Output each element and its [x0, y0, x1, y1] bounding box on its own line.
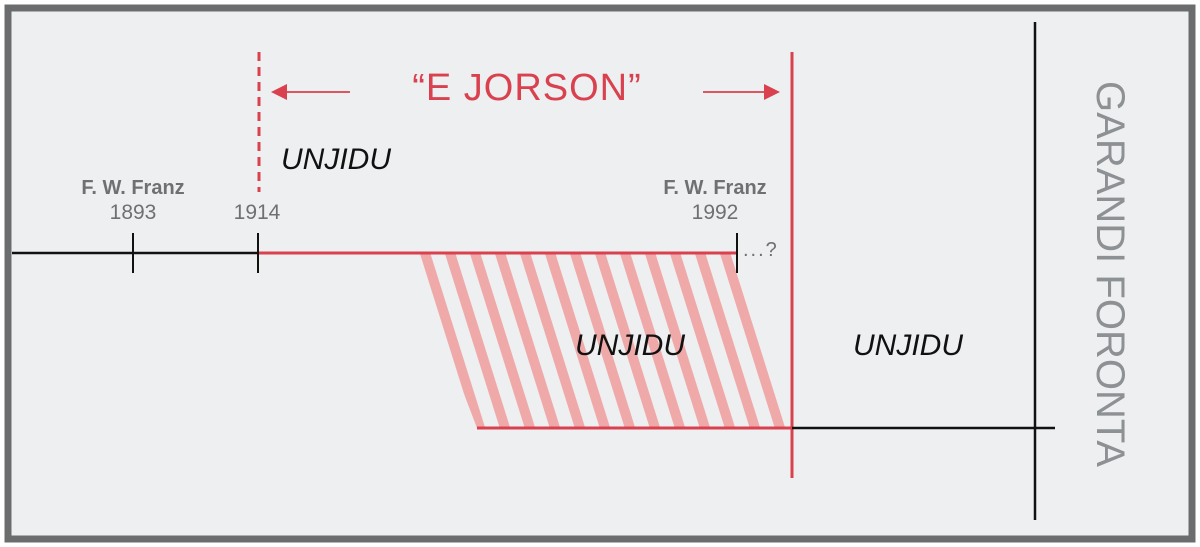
label-after: UNJIDU — [853, 329, 963, 362]
hatch-line — [720, 253, 785, 428]
marker-1893-name: F. W. Franz — [81, 177, 184, 199]
marker-1893-year: 1893 — [110, 201, 157, 224]
diagram-title: “E JORSON” — [412, 67, 642, 109]
hatch-line — [470, 253, 535, 428]
marker-1992-year: 1992 — [692, 201, 739, 224]
right-arrow — [703, 84, 780, 100]
hatch-line — [445, 253, 510, 428]
hatch-line — [495, 253, 560, 428]
hatch-line — [670, 253, 735, 428]
hatch-line — [645, 253, 710, 428]
hatch-line — [695, 253, 760, 428]
hatch-line — [570, 253, 635, 428]
marker-1992-name: F. W. Franz — [663, 177, 766, 199]
vertical-label: GARANDI FORONTA — [1088, 81, 1132, 467]
marker-1914-year: 1914 — [234, 201, 281, 224]
hatch-line — [520, 253, 585, 428]
hatch-line — [595, 253, 660, 428]
hatch-line — [545, 253, 610, 428]
left-arrow — [271, 84, 350, 100]
continuation-mark: ...? — [743, 239, 779, 261]
label-period-top: UNJIDU — [281, 143, 391, 176]
diagram-background — [4, 4, 1196, 543]
hatch-line — [420, 253, 485, 428]
hatch-line — [620, 253, 685, 428]
label-overlap: UNJIDU — [575, 329, 685, 362]
